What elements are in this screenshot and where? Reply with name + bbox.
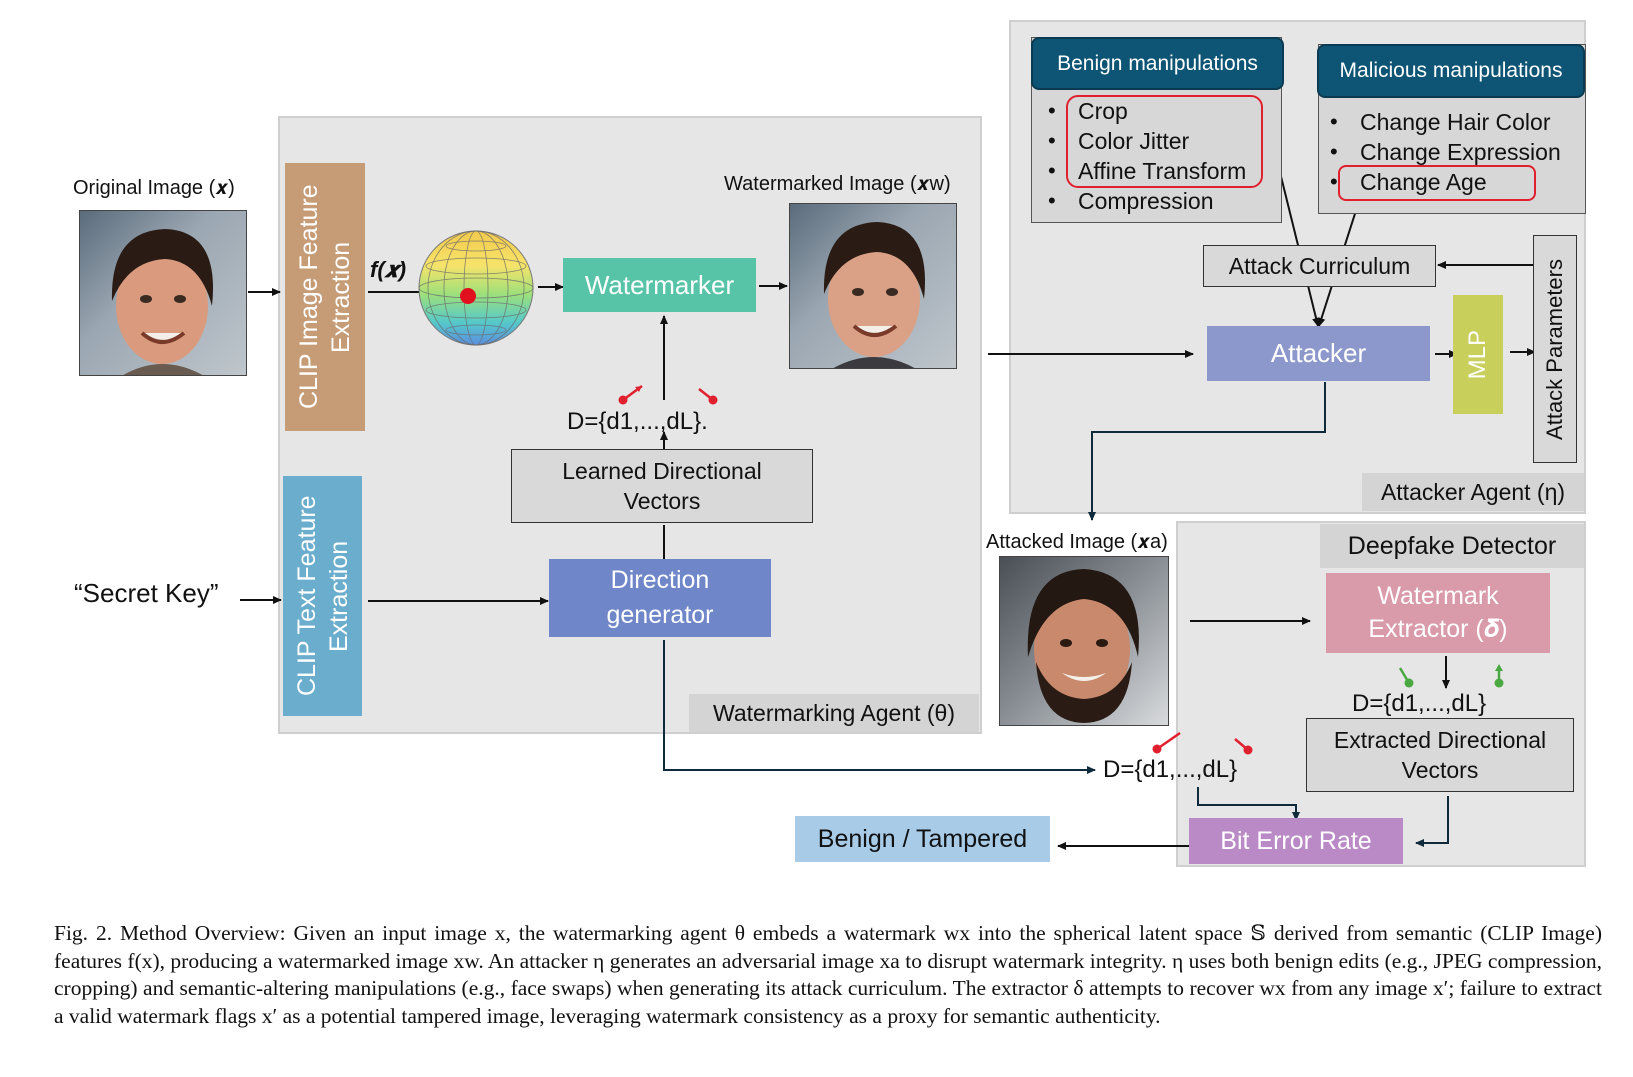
benign-tampered-output: Benign / Tampered	[795, 816, 1050, 862]
benign-item: Color Jitter	[1040, 126, 1246, 156]
malicious-manipulations-header: Malicious manipulations	[1317, 44, 1585, 98]
arrow-attacker-to-attacked	[1088, 382, 1326, 521]
benign-manipulations-header: Benign manipulations	[1031, 37, 1284, 90]
watermark-extractor-block: Watermark Extractor (𝜹)	[1326, 573, 1550, 653]
arrow-dref-to-ber	[1197, 787, 1300, 821]
malicious-manipulations-list: Change Hair Color Change Expression Chan…	[1322, 107, 1561, 197]
original-image-label: Original Image (𝒙)	[73, 177, 235, 199]
mlp-block: MLP	[1453, 295, 1503, 414]
benign-item: Affine Transform	[1040, 156, 1246, 186]
watermarking-agent-tag: Watermarking Agent (θ)	[689, 694, 979, 732]
learned-directional-vectors: Learned Directional Vectors	[511, 449, 813, 523]
attack-parameters: Attack Parameters	[1533, 235, 1577, 463]
original-image	[79, 210, 247, 376]
arrow-generator-to-d-reference	[663, 640, 1096, 774]
face-illustration	[1027, 569, 1139, 723]
fx-label: f(𝒙)	[370, 257, 407, 282]
watermarked-image	[789, 203, 957, 369]
watermarked-image-label: Watermarked Image (𝒙w)	[724, 173, 951, 195]
malicious-item: Change Hair Color	[1322, 107, 1561, 137]
face-illustration	[111, 229, 214, 375]
d-set-extracted: D={d1,...,dL}	[1352, 690, 1487, 717]
face-illustration	[823, 222, 926, 368]
deepfake-detector-tag: Deepfake Detector	[1320, 524, 1584, 568]
malicious-highlight-outline	[1338, 165, 1536, 201]
latent-sphere-icon	[418, 230, 534, 346]
watermarker-block: Watermarker	[563, 258, 756, 312]
attacked-image-label: Attacked Image (𝒙a)	[986, 531, 1168, 553]
d-set-learned: D={d1,...,dL}.	[567, 408, 708, 435]
bit-error-rate-block: Bit Error Rate	[1189, 818, 1403, 864]
attack-curriculum: Attack Curriculum	[1203, 245, 1436, 287]
vector-glyphs	[618, 384, 1504, 755]
arrow-vectors-to-ber	[1415, 796, 1449, 847]
malicious-item: Change Age	[1322, 167, 1561, 197]
extracted-directional-vectors: Extracted Directional Vectors	[1306, 718, 1574, 792]
secret-key-label: “Secret Key”	[74, 578, 219, 608]
direction-generator-block: Direction generator	[549, 559, 771, 637]
benign-highlight-outline	[1066, 95, 1263, 188]
attacker-block: Attacker	[1207, 326, 1430, 381]
malicious-item: Change Expression	[1322, 137, 1561, 167]
attacked-image	[999, 556, 1169, 726]
benign-manipulations-list: Crop Color Jitter Affine Transform Compr…	[1040, 96, 1246, 216]
attacker-agent-tag: Attacker Agent (η)	[1362, 473, 1584, 511]
benign-item: Compression	[1040, 186, 1246, 216]
d-set-reference: D={d1,...,dL}	[1103, 756, 1238, 783]
figure-caption: Fig. 2. Method Overview: Given an input …	[54, 921, 1602, 1028]
benign-item: Crop	[1040, 96, 1246, 126]
clip-image-feature-extraction: CLIP Image Feature Extraction	[285, 163, 365, 431]
clip-text-feature-extraction: CLIP Text Feature Extraction	[283, 476, 362, 716]
